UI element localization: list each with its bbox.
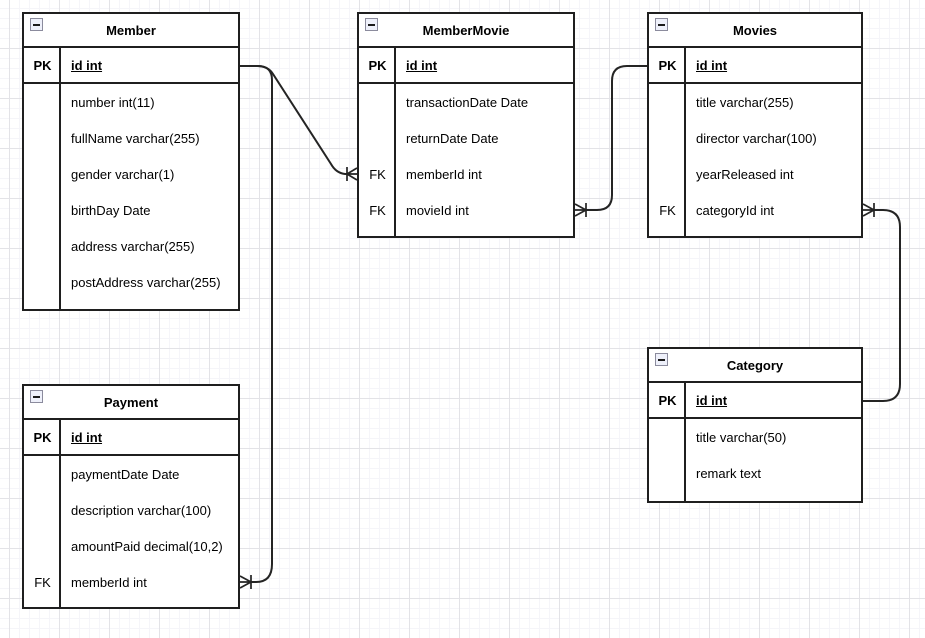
row-key: PK	[33, 57, 52, 73]
row-key: PK	[33, 429, 52, 445]
key-column-divider	[684, 383, 686, 501]
relation-category-movies[interactable]	[862, 203, 901, 402]
relation-member-payment[interactable]	[239, 65, 273, 589]
table-row[interactable]: fullName varchar(255)	[24, 120, 238, 156]
row-field: categoryId int	[696, 202, 775, 218]
row-key: PK	[368, 57, 387, 73]
row-key: FK	[659, 202, 676, 218]
minus-glyph	[658, 23, 665, 26]
table-row[interactable]: PK id int	[649, 48, 861, 84]
table-title: Payment	[103, 394, 159, 410]
row-key: FK	[34, 574, 51, 590]
row-field: gender varchar(1)	[71, 166, 175, 182]
relation-member-membermovie[interactable]	[240, 65, 358, 181]
row-field: title varchar(50)	[696, 429, 787, 445]
crows-foot-many-icon	[574, 203, 587, 217]
row-field: number int(11)	[71, 94, 155, 110]
table-row[interactable]: remark text	[649, 455, 861, 491]
minus-glyph	[33, 23, 40, 26]
row-field: postAddress varchar(255)	[71, 274, 221, 290]
row-field: memberId int	[71, 574, 147, 590]
row-field: id int	[696, 392, 728, 408]
row-field: id int	[696, 57, 728, 73]
key-column-divider	[59, 420, 61, 607]
row-key: FK	[369, 166, 386, 182]
crows-foot-many-icon	[239, 575, 252, 589]
table-title: MemberMovie	[422, 22, 510, 38]
entity-table-category[interactable]: Category PK id int title varchar(50) rem…	[647, 347, 863, 503]
relation-movies-membermovie[interactable]	[574, 65, 647, 217]
table-row[interactable]: FK memberId int	[359, 156, 573, 192]
entity-table-payment[interactable]: Payment PK id int paymentDate Date descr…	[22, 384, 240, 609]
collapse-icon[interactable]	[655, 18, 668, 31]
row-key: PK	[658, 57, 677, 73]
table-title: Member	[106, 22, 156, 38]
table-row[interactable]: FK movieId int	[359, 192, 573, 228]
row-field: title varchar(255)	[696, 94, 794, 110]
table-row[interactable]: PK id int	[649, 383, 861, 419]
table-row[interactable]: description varchar(100)	[24, 492, 238, 528]
row-key: PK	[658, 392, 677, 408]
table-row[interactable]: address varchar(255)	[24, 228, 238, 264]
table-row[interactable]: PK id int	[359, 48, 573, 84]
table-row[interactable]: FK memberId int	[24, 564, 238, 600]
row-field: remark text	[696, 465, 762, 481]
table-row[interactable]: title varchar(255)	[649, 84, 861, 120]
collapse-icon[interactable]	[30, 390, 43, 403]
row-field: fullName varchar(255)	[71, 130, 200, 146]
key-column-divider	[394, 48, 396, 236]
row-field: memberId int	[406, 166, 482, 182]
crows-foot-many-icon	[862, 203, 875, 217]
row-field: id int	[71, 57, 103, 73]
key-column-divider	[59, 48, 61, 309]
entity-table-movies[interactable]: Movies PK id int title varchar(255) dire…	[647, 12, 863, 238]
table-header: Category	[649, 349, 861, 383]
table-title: Movies	[732, 22, 778, 38]
table-row[interactable]: amountPaid decimal(10,2)	[24, 528, 238, 564]
row-key: FK	[369, 202, 386, 218]
entity-table-membermovie[interactable]: MemberMovie PK id int transactionDate Da…	[357, 12, 575, 238]
row-field: address varchar(255)	[71, 238, 195, 254]
table-row[interactable]: PK id int	[24, 420, 238, 456]
row-field: id int	[71, 429, 103, 445]
crows-foot-many-icon	[346, 167, 358, 181]
table-header: Movies	[649, 14, 861, 48]
table-row[interactable]: paymentDate Date	[24, 456, 238, 492]
row-field: yearReleased int	[696, 166, 794, 182]
table-row[interactable]: yearReleased int	[649, 156, 861, 192]
row-field: birthDay Date	[71, 202, 151, 218]
table-row[interactable]: returnDate Date	[359, 120, 573, 156]
table-row[interactable]: transactionDate Date	[359, 84, 573, 120]
row-field: id int	[406, 57, 438, 73]
table-row[interactable]: gender varchar(1)	[24, 156, 238, 192]
row-field: movieId int	[406, 202, 469, 218]
row-field: paymentDate Date	[71, 466, 180, 482]
table-row[interactable]: PK id int	[24, 48, 238, 84]
table-row[interactable]: FK categoryId int	[649, 192, 861, 228]
collapse-icon[interactable]	[655, 353, 668, 366]
key-column-divider	[684, 48, 686, 236]
table-row[interactable]: number int(11)	[24, 84, 238, 120]
entity-table-member[interactable]: Member PK id int number int(11) fullName…	[22, 12, 240, 311]
table-row[interactable]: director varchar(100)	[649, 120, 861, 156]
row-field: returnDate Date	[406, 130, 499, 146]
minus-glyph	[658, 358, 665, 361]
table-header: Payment	[24, 386, 238, 420]
minus-glyph	[368, 23, 375, 26]
table-title: Category	[726, 357, 784, 373]
row-field: amountPaid decimal(10,2)	[71, 538, 223, 554]
row-field: description varchar(100)	[71, 502, 212, 518]
row-field: transactionDate Date	[406, 94, 529, 110]
collapse-icon[interactable]	[365, 18, 378, 31]
table-header: MemberMovie	[359, 14, 573, 48]
table-header: Member	[24, 14, 238, 48]
row-field: director varchar(100)	[696, 130, 817, 146]
collapse-icon[interactable]	[30, 18, 43, 31]
table-row[interactable]: title varchar(50)	[649, 419, 861, 455]
table-row[interactable]: birthDay Date	[24, 192, 238, 228]
minus-glyph	[33, 395, 40, 398]
table-row[interactable]: postAddress varchar(255)	[24, 264, 238, 300]
